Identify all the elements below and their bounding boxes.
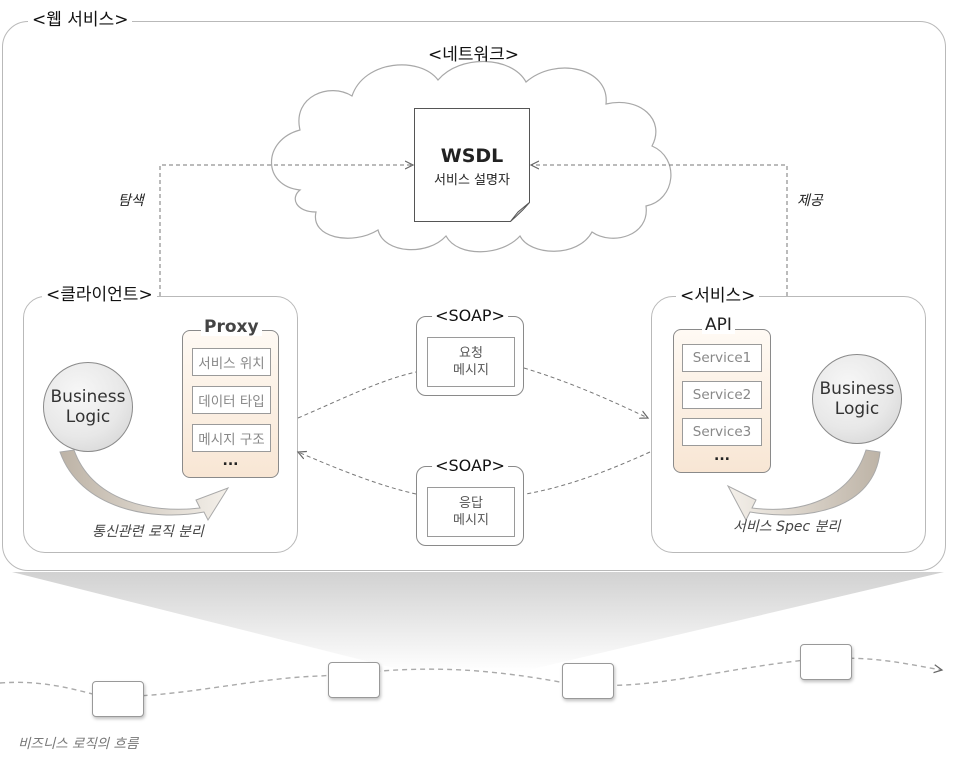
soap-response-message: 응답 메시지: [427, 487, 515, 537]
business-flow-caption: 비즈니스 로직의 흐름: [18, 736, 139, 752]
soap-request-arrow-out: [523, 367, 648, 418]
service-caption: 서비스 Spec 분리: [733, 519, 841, 535]
flow-step-box: [562, 663, 614, 699]
flow-step-box: [92, 681, 144, 717]
soap-request-message: 요청 메시지: [427, 337, 515, 387]
client-caption: 통신관련 로직 분리: [92, 524, 204, 540]
api-item: Service3: [682, 418, 762, 446]
network-label: <네트워크>: [428, 45, 520, 65]
soap-response-arrow-out: [298, 452, 417, 495]
wsdl-document: WSDL 서비스 설명자: [414, 108, 530, 222]
wsdl-subtitle: 서비스 설명자: [434, 173, 510, 188]
proxy-title: Proxy: [201, 318, 262, 336]
service-business-logic-line1: Business: [819, 379, 895, 399]
client-business-logic: Business Logic: [43, 362, 133, 452]
client-business-logic-line2: Logic: [65, 407, 111, 427]
api-item: Service1: [682, 344, 762, 372]
proxy-stack: 서비스 위치 데이터 타입 메시지 구조 ...: [182, 330, 279, 478]
arrow-graphics: [59, 367, 881, 522]
client-separation-arrow: [59, 449, 230, 522]
provide-label: 제공: [797, 193, 823, 209]
soap-response-arrow-in: [525, 451, 651, 495]
soap-response-label: <SOAP>: [432, 456, 508, 476]
wsdl-title: WSDL: [440, 145, 504, 167]
soap-response-line1: 응답: [459, 496, 483, 511]
web-service-label: <웹 서비스>: [28, 10, 133, 30]
flow-step-box: [800, 644, 852, 680]
api-stack: Service1 Service2 Service3 ...: [673, 329, 771, 473]
zoom-fan: [12, 572, 944, 672]
soap-response-box: <SOAP> 응답 메시지: [416, 456, 524, 546]
flow-step-box: [328, 662, 380, 698]
page-curl-icon: [510, 202, 530, 222]
soap-response-line2: 메시지: [453, 513, 489, 528]
provide-arrow: [531, 165, 788, 296]
service-business-logic: Business Logic: [812, 354, 902, 444]
api-title: API: [702, 316, 735, 334]
service-business-logic-line2: Logic: [834, 399, 880, 419]
service-separation-arrow: [726, 449, 881, 522]
soap-request-arrow-in: [297, 371, 417, 419]
proxy-item: 메시지 구조: [192, 424, 271, 452]
client-business-logic-line1: Business: [50, 387, 126, 407]
proxy-ellipsis: ...: [222, 453, 239, 469]
client-label: <클라이언트>: [42, 285, 157, 305]
proxy-item: 데이터 타입: [192, 386, 271, 414]
discover-arrow: [159, 165, 413, 296]
api-item: Service2: [682, 381, 762, 409]
soap-request-label: <SOAP>: [432, 306, 508, 326]
proxy-item: 서비스 위치: [192, 348, 271, 376]
api-ellipsis: ...: [714, 448, 730, 464]
soap-request-line1: 요청: [459, 346, 483, 361]
discover-label: 탐색: [118, 193, 144, 209]
soap-request-box: <SOAP> 요청 메시지: [416, 306, 524, 396]
service-label: <서비스>: [676, 286, 760, 306]
soap-request-line2: 메시지: [453, 363, 489, 378]
